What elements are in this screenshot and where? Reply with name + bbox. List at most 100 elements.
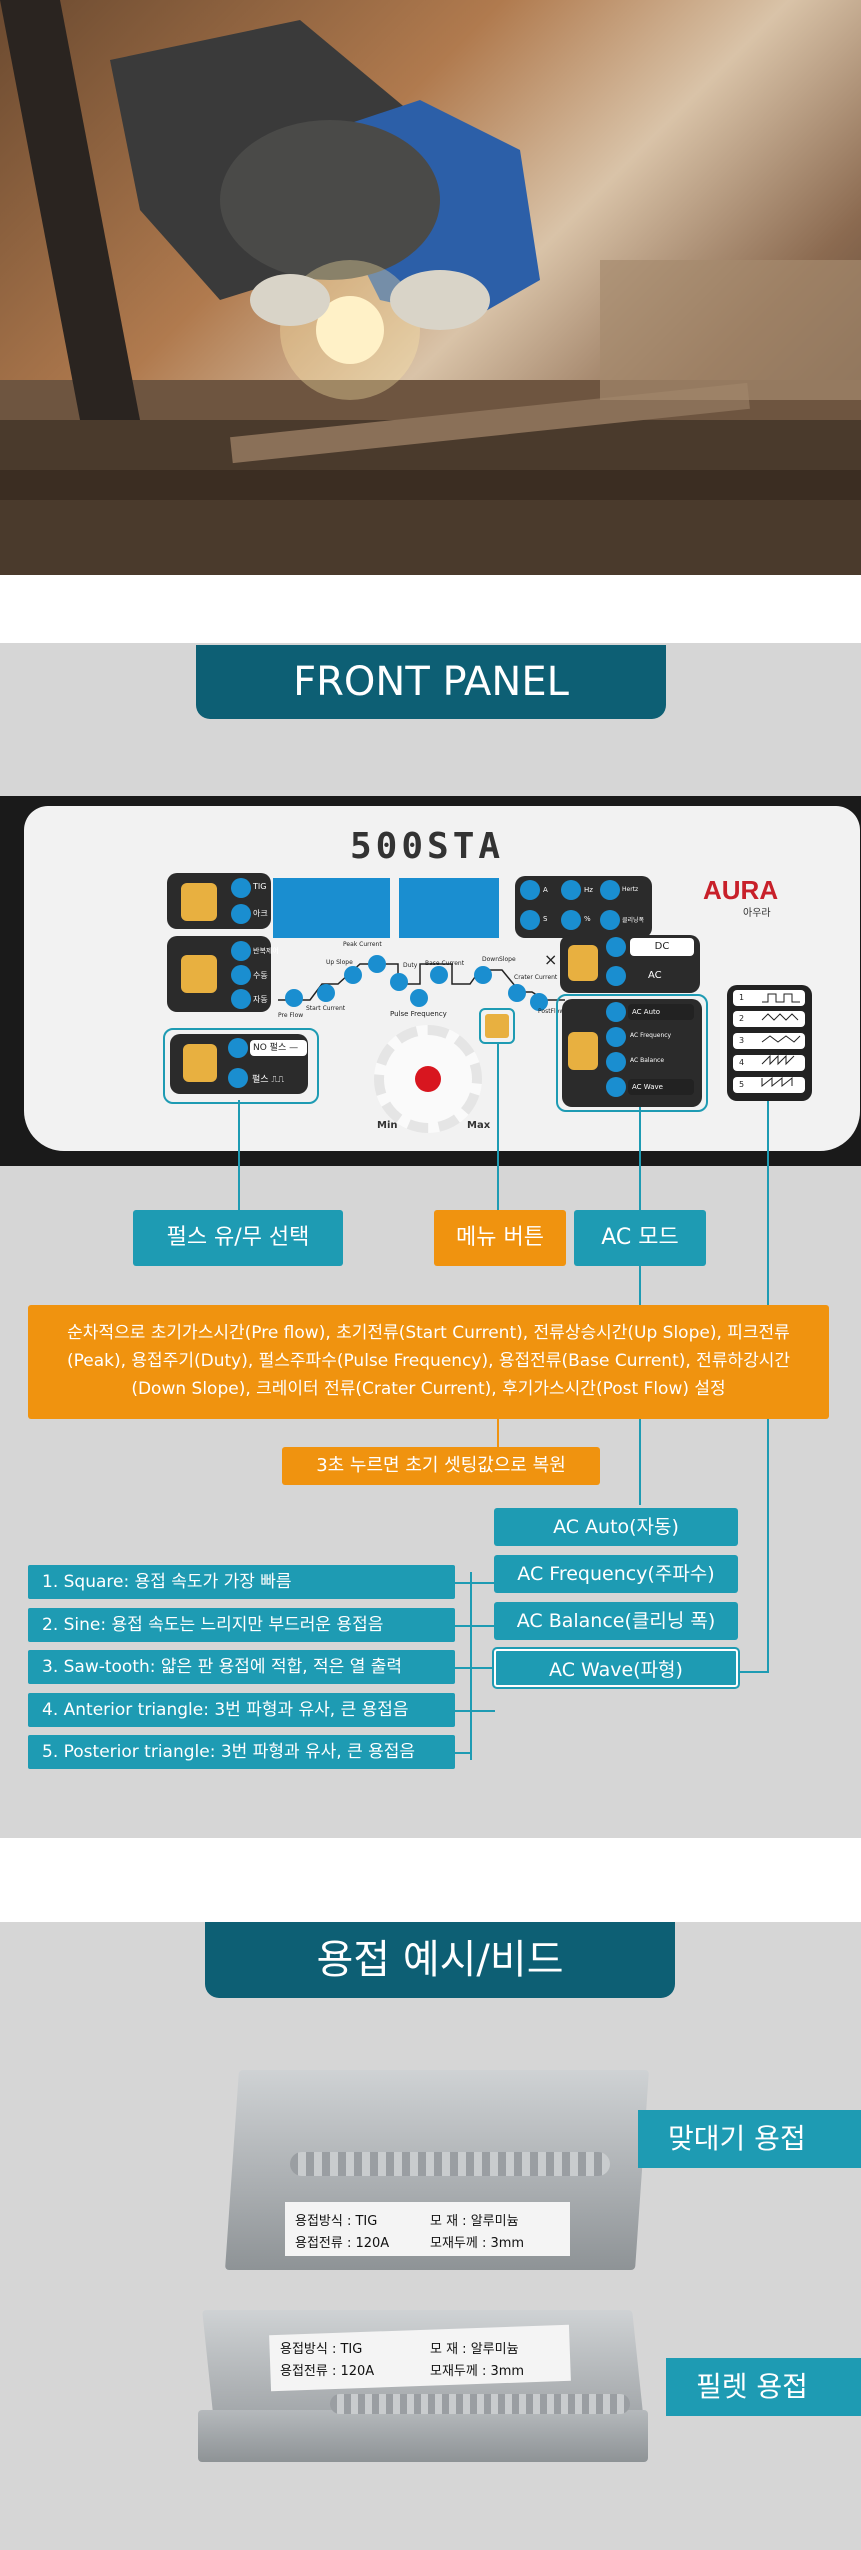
unit-hz-label: Hz xyxy=(584,886,593,894)
menu-description: 순차적으로 초기가스시간(Pre flow), 초기전류(Start Curre… xyxy=(28,1305,829,1419)
ac-auto-item: AC Auto(자동) xyxy=(494,1508,738,1546)
pulse-switch[interactable] xyxy=(183,1044,217,1082)
ac-mode-highlight xyxy=(556,994,708,1112)
examples-title: 용접 예시/비드 xyxy=(205,1922,675,1998)
card2-method: 용접방식 : TIG xyxy=(280,2342,363,2357)
card2-material: 모 재 : 알루미늄 xyxy=(430,2342,519,2357)
unit-cleaning-indicator xyxy=(600,910,620,930)
ac-frequency-label: AC Frequency xyxy=(630,1032,672,1039)
fillet-weld-card xyxy=(269,2324,571,2392)
menu-button[interactable] xyxy=(485,1014,509,1038)
ac-frequency-item: AC Frequency(주파수) xyxy=(494,1555,738,1593)
wave-anterior-item: 4. Anterior triangle: 3번 파형과 유사, 큰 용접음 xyxy=(28,1693,455,1727)
no-pulse-label: NO 펄스 — xyxy=(250,1040,307,1056)
menu-button-callout: 메뉴 버튼 xyxy=(434,1210,566,1266)
sequence-switch[interactable] xyxy=(181,955,217,993)
dc-indicator xyxy=(606,937,626,957)
wave-number-4: 4 xyxy=(739,1058,745,1067)
fillet-weld-bead xyxy=(330,2394,630,2414)
wave-row-5[interactable]: 5 xyxy=(733,1077,805,1093)
brand-logo: AURA xyxy=(703,875,779,905)
ac-balance-indicator xyxy=(606,1052,626,1072)
unit-percent-label: % xyxy=(584,915,591,923)
up-slope-indicator xyxy=(344,966,362,984)
knob-min-label: Min xyxy=(377,1120,398,1131)
pulse-label: 펄스 ⎍⎍ xyxy=(252,1075,285,1085)
connector-pulse xyxy=(238,1100,240,1210)
pulse-select-callout: 펄스 유/무 선택 xyxy=(133,1210,343,1266)
auto-label: 자동 xyxy=(253,995,268,1004)
postflow-label: PostFlow xyxy=(538,1008,565,1015)
ac-auto-indicator xyxy=(606,1002,626,1022)
knob-center-icon xyxy=(415,1066,441,1092)
wave-number-1: 1 xyxy=(739,993,745,1002)
crater-current-indicator xyxy=(508,984,526,1002)
connector-menu xyxy=(497,1044,499,1210)
start-current-indicator xyxy=(317,984,335,1002)
wave-row-4[interactable]: 4 xyxy=(733,1055,805,1071)
display-right xyxy=(399,878,499,938)
ac-mode-switch[interactable] xyxy=(568,1032,598,1070)
connector-ac xyxy=(639,1107,641,1210)
down-slope-indicator xyxy=(474,966,492,984)
close-icon: × xyxy=(544,950,558,969)
unit-a-label: A xyxy=(543,886,548,894)
wave-sawtooth-item: 3. Saw-tooth: 얇은 판 용접에 적합, 적은 열 출력 xyxy=(28,1650,455,1684)
connector-list-4 xyxy=(455,1710,495,1712)
card1-current: 용접전류 : 120A xyxy=(295,2236,390,2251)
connector-reset xyxy=(497,1419,499,1447)
start-current-label: Start Current xyxy=(306,1005,346,1012)
pulse-indicator xyxy=(228,1068,248,1088)
card1-thickness: 모재두께 : 3mm xyxy=(430,2236,525,2251)
arc-label: 아크 xyxy=(253,909,268,918)
ac-mode-callout: AC 모드 xyxy=(574,1210,706,1266)
duty-indicator xyxy=(390,973,408,991)
base-current-indicator xyxy=(430,966,448,984)
mode-switch[interactable] xyxy=(181,883,217,921)
wave-number-2: 2 xyxy=(739,1014,745,1023)
connector-list-5 xyxy=(455,1752,472,1754)
butt-weld-label: 맞대기 용접 xyxy=(638,2110,861,2168)
crater-current-label: Crater Current xyxy=(514,974,558,981)
knob-max-label: Max xyxy=(467,1120,491,1131)
wave-row-2[interactable]: 2 xyxy=(733,1011,805,1027)
repeat-label: 반복제어 xyxy=(253,947,279,955)
preflow-label: Pre Flow xyxy=(278,1012,304,1019)
brand-logo-sub: 아우라 xyxy=(743,908,771,919)
ac-wave-label: AC Wave xyxy=(628,1079,694,1095)
front-panel-title: FRONT PANEL xyxy=(196,645,666,719)
unit-percent-indicator xyxy=(561,910,581,930)
welder-photo xyxy=(0,0,861,575)
card1-material: 모 재 : 알루미늄 xyxy=(430,2214,519,2229)
dc-ac-switch[interactable] xyxy=(568,945,598,981)
repeat-indicator xyxy=(231,941,251,961)
tig-indicator xyxy=(231,878,251,898)
unit-cleaning-label: 클리닝폭 xyxy=(622,917,645,924)
ac-label: AC xyxy=(648,970,662,981)
wave-shapes-icon xyxy=(761,993,801,1088)
ac-auto-label: AC Auto xyxy=(628,1004,694,1020)
fillet-weld-base-plate xyxy=(198,2410,648,2462)
unit-s-indicator xyxy=(520,910,540,930)
pulse-frequency-label: Pulse Frequency xyxy=(390,1010,447,1018)
manual-label: 수동 xyxy=(253,971,268,980)
ac-frequency-indicator xyxy=(606,1027,626,1047)
card1-method: 용접방식 : TIG xyxy=(295,2214,378,2229)
up-slope-label: Up Slope xyxy=(326,959,353,966)
connector-list-2 xyxy=(455,1625,495,1627)
wave-number-3: 3 xyxy=(739,1036,745,1045)
card2-thickness: 모재두께 : 3mm xyxy=(430,2364,525,2379)
peak-current-label: Peak Current xyxy=(343,941,382,948)
butt-weld-bead xyxy=(290,2152,610,2176)
unit-hertz-indicator xyxy=(600,880,620,900)
pulse-highlight xyxy=(163,1028,319,1104)
ac-indicator xyxy=(606,966,626,986)
fillet-weld-label: 필렛 용접 xyxy=(666,2358,861,2416)
postflow-indicator xyxy=(530,993,548,1011)
down-slope-label: DownSlope xyxy=(482,956,516,963)
ac-balance-label: AC Balance xyxy=(630,1057,665,1064)
connector-list-v xyxy=(470,1572,472,1760)
wave-square-item: 1. Square: 용접 속도가 가장 빠름 xyxy=(28,1565,455,1599)
manual-indicator xyxy=(231,965,251,985)
reset-description: 3초 누르면 초기 셋팅값으로 복원 xyxy=(282,1447,600,1485)
